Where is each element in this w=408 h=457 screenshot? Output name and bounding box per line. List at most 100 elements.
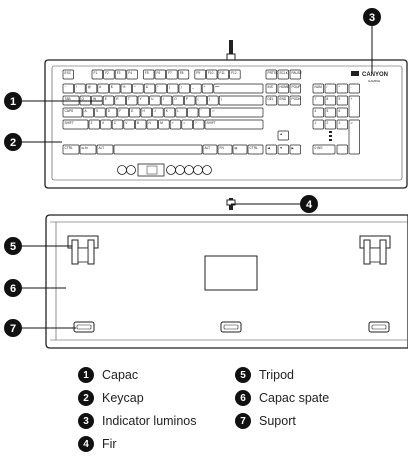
media-button-1 [117,165,127,175]
keycap-56 [210,107,264,118]
keycap-19 [97,83,109,94]
keycap-36 [137,95,149,106]
keycap-57 [62,119,89,130]
media-button-2 [126,165,136,175]
keycap-label: C [114,121,117,125]
keycap-73 [202,144,218,155]
keycap-label: ⏎ [212,109,215,113]
keycap-26 [178,83,190,94]
keycap-label: HOME [280,85,290,89]
keycap-label: N [149,121,152,125]
keycap-label: J [154,109,156,113]
keycap-1 [91,69,103,80]
keycap-label: SHIFT [207,121,216,125]
keycap-9 [194,69,206,80]
keycap-4 [126,69,138,80]
svg-text:3: 3 [369,12,375,24]
keycap-label: / [327,85,328,89]
keycap-label: : [189,109,190,113]
keycap-79 [289,83,301,94]
tripod-right [359,235,391,265]
legend-label-3: Indicator luminos [102,414,197,428]
keycap-label: I [163,97,164,101]
keycap-101 [336,144,348,155]
keycap-83 [277,130,289,141]
keycap-60 [111,119,124,130]
keycap-label: F3 [117,71,121,75]
legend-item-6: 6 Capac spate [235,389,329,407]
keycap-label: ⊞ fn [82,146,88,150]
keycap-label: ▶ [292,146,295,150]
keycap-label: F2 [105,71,109,75]
keycap-label: FN [220,146,225,150]
keycap-label: CAPS [65,109,74,113]
keycap-42 [207,95,219,106]
keycap-label: ALT [99,146,105,150]
keycap-85 [277,144,289,155]
keycap-23 [143,83,156,94]
keycap-label: S [96,109,98,113]
keycap-99 [336,119,348,130]
keycap-label: F11 [220,71,225,75]
keycap-label: W [93,97,96,101]
legend-label-4: Fir [102,437,117,451]
keycap-6 [154,69,166,80]
keycap-97 [312,119,324,130]
keycap-label: ↵ [351,121,354,125]
legend-label-5: Tripod [259,368,294,382]
keycap-label: P [186,97,188,101]
keycap-92 [324,95,336,106]
keycap-78 [277,83,289,94]
keycap-label: 5 [327,109,329,113]
keycap-35 [126,95,138,106]
keycap-77 [265,83,277,94]
keycap-label: * [339,85,341,89]
keycap-label: F8 [180,71,184,75]
back-cover-panel [204,255,258,291]
legend-badge-7: 7 [235,413,251,429]
keycap-54 [187,107,199,118]
keycap-label: ~ [65,85,67,89]
keycap-48 [117,107,129,118]
keycap-label: PAUSE [292,71,303,75]
keycap-label: ALT [205,146,211,150]
keycap-74 [217,144,233,155]
keycap-label: PGDN [292,97,302,101]
keycap-label: X [102,121,105,125]
keycap-label: ! [76,85,77,89]
svg-text:1: 1 [10,96,16,108]
keycap-13 [265,69,277,80]
keycap-label: DEL [268,97,274,101]
brand-logo: CANYON GAMING [351,71,388,83]
keycap-label: Z [91,121,93,125]
keycap-67 [193,119,205,130]
keycap-62 [135,119,147,130]
keycap-3 [114,69,127,80]
keycap-label: @ [88,85,91,89]
keycap-38 [160,95,173,106]
media-volume-wheel [137,163,165,177]
keycap-72 [113,144,203,155]
keycap-43 [218,95,264,106]
keycap-label: INS [268,85,273,89]
keycap-95 [324,107,336,118]
legend-label-7: Suport [259,414,296,428]
keycap-label: ? [195,121,197,125]
keycap-label: PRTSC [268,71,279,75]
brand-logo-text: CANYON [362,72,388,78]
keycap-11 [217,69,229,80]
keycap-label: F7 [168,71,172,75]
keycap-81 [277,95,289,106]
keycap-label: 0 INS [315,146,323,150]
keycap-label: | [221,97,222,101]
callout-1: 1 [4,92,22,110]
keycap-82 [289,95,301,106]
keycap-label: ( [169,85,171,89]
keycap-label: * [157,85,159,89]
keycap-label: NUM [315,85,323,89]
keycap-label: ▲ [280,132,283,136]
keycap-label: CTRL [65,146,74,150]
legend-item-4: 4 Fir [78,435,117,453]
keycap-label: F10 [208,71,214,75]
keycap-94 [312,107,324,118]
